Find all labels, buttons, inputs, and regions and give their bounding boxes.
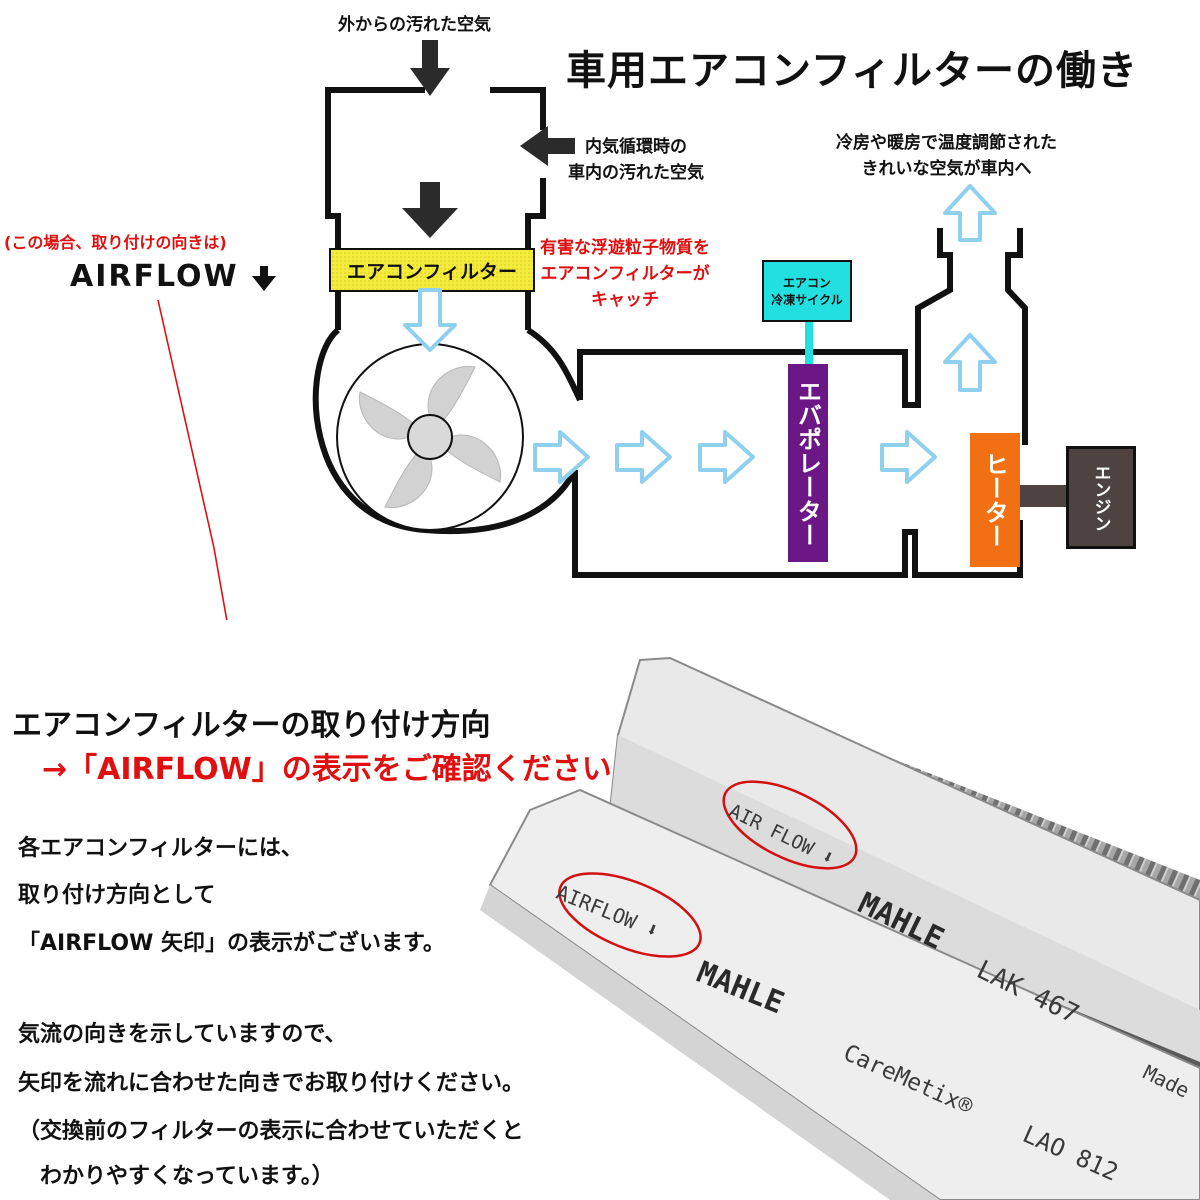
airflow-oval-top <box>722 780 858 870</box>
catch-label: 有害な浮遊粒子物質を エアコンフィルターが キャッチ <box>540 235 710 313</box>
heater-label: ヒーター <box>980 452 1009 548</box>
fan-hub <box>407 414 453 460</box>
install-direction-heading: エアコンフィルターの取り付け方向 <box>12 708 491 743</box>
evaporator-box: エバポレーター <box>788 364 828 562</box>
flow-arrows <box>403 184 997 484</box>
airflow-marker-text: AIRFLOW <box>70 259 239 294</box>
flow-arrow-right-icon <box>533 430 590 484</box>
refrigeration-cycle-box: エアコン 冷凍サイクル <box>762 260 852 322</box>
flow-arrow-down-icon <box>403 288 457 352</box>
duct-inner-step <box>905 402 918 535</box>
airflow-marker: AIRFLOW <box>70 259 277 294</box>
engine-box: エンジン <box>1066 446 1136 549</box>
body-line-6: （交換前のフィルターの表示に合わせていただくと <box>18 1119 524 1144</box>
outside-air-arrow-icon <box>410 40 450 96</box>
flow-arrow-right-icon <box>615 430 672 484</box>
fan-icon <box>358 365 502 509</box>
engine-label: エンジン <box>1090 463 1111 532</box>
filter-inlet-arrow-icon <box>402 182 458 238</box>
airflow-down-arrow-icon <box>252 265 277 291</box>
airflow-diagram <box>157 40 1072 620</box>
output-line1: 冷房や暖房で温度調節された <box>836 133 1057 153</box>
flow-arrow-up-icon <box>943 184 997 242</box>
cycle-label-line2: 冷凍サイクル <box>771 293 843 307</box>
output-line2: きれいな空気が車内へ <box>861 159 1032 179</box>
intake-duct <box>325 87 546 250</box>
flow-arrow-right-icon <box>698 430 755 484</box>
body-line-7: わかりやすくなっています。） <box>18 1164 334 1189</box>
cycle-label-line1: エアコン <box>782 276 831 290</box>
air-filter-box <box>329 248 535 292</box>
airflow-oval-bottom <box>558 872 702 958</box>
heater-box: ヒーター <box>970 433 1020 567</box>
page-title: 車用エアコンフィルターの働き <box>566 48 1138 94</box>
body-line-1: 各エアコンフィルターには、 <box>18 836 303 861</box>
catch-line2: エアコンフィルターが <box>540 264 710 284</box>
cycle-connector <box>805 322 813 364</box>
recirc-line2: 車内の汚れた空気 <box>568 163 704 183</box>
air-filter-label: エアコンフィルター <box>346 260 518 283</box>
filter-photo <box>480 656 1200 1200</box>
body-line-5: 矢印を流れに合わせた向きでお取り付けください。 <box>18 1071 525 1096</box>
air-filter-label-box: エアコンフィルター <box>330 249 534 291</box>
catch-line3: キャッチ <box>591 290 659 310</box>
recirc-air-label: 内気循環時の 車内の汚れた空気 <box>568 134 704 186</box>
body-line-2: 取り付け方向として <box>18 883 216 908</box>
catch-line1: 有害な浮遊粒子物質を <box>540 238 710 258</box>
body-line-3: 「AIRFLOW 矢印」の表示がございます。 <box>18 931 445 956</box>
blower-housing <box>335 290 531 330</box>
body-line-4: 気流の向きを示していますので、 <box>18 1022 347 1047</box>
recirc-air-arrow-icon <box>520 126 575 166</box>
heater-engine-link <box>1020 485 1072 507</box>
outside-air-label: 外からの汚れた空気 <box>338 15 491 35</box>
install-direction-note: (この場合、取り付けの向きは) <box>4 233 227 252</box>
output-air-label: 冷房や暖房で温度調節された きれいな空気が車内へ <box>836 130 1057 182</box>
flow-arrow-up-icon <box>943 333 997 392</box>
check-airflow-heading: →「AIRFLOW」の表示をご確認ください <box>42 752 612 787</box>
evaporator-label: エバポレーター <box>793 379 822 547</box>
recirc-line1: 内気循環時の <box>585 137 687 157</box>
leader-line <box>157 299 228 620</box>
flow-arrow-right-icon <box>880 430 937 484</box>
